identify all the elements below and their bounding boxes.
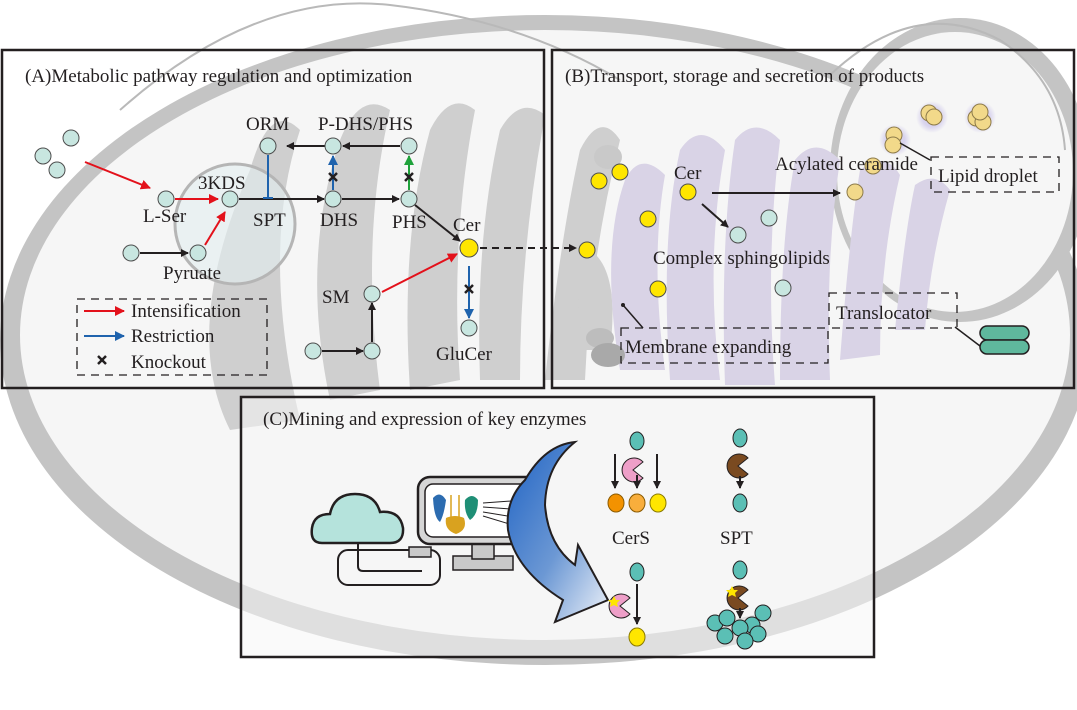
node-b-cer [679,183,697,201]
pathway-arrows [84,142,577,355]
pointer-lipid-droplet [899,142,931,161]
panel-a: (A)Metabolic pathway regulation and opti… [0,48,577,390]
node-p-dhs [324,137,342,155]
label-cer: Cer [453,215,481,236]
node-p-phs [400,137,418,155]
membrane-expanding-box [620,327,829,364]
label-cers: CerS [612,528,650,549]
node-pyruate-precursor [122,244,140,262]
panel-c-title: (C)Mining and expression of key enzymes [263,409,586,430]
translocator-box [828,292,958,329]
knockout-marks [328,172,474,294]
node-phs [400,190,418,208]
label-lipid-droplet: Lipid droplet [938,166,1038,187]
panel-b-frame [550,48,1076,390]
knockout-phs [404,172,414,182]
panel-c-frame [239,395,876,659]
bud-outline-arc [829,22,1066,151]
spt-engineered-reaction [706,560,772,650]
label-dhs: DHS [320,210,358,231]
knockout-glucer [464,284,474,294]
panel-b-title: (B)Transport, storage and secretion of p… [565,66,924,87]
cers-engineered-reaction [608,562,646,647]
label-pyruate: Pyruate [163,263,221,284]
cers-native-reaction [607,431,667,513]
legend-intensification-label: Intensification [131,301,241,322]
node-sm-mid [363,342,381,360]
legend-knockout-icon [97,355,107,365]
label-translocator: Translocator [836,303,932,324]
label-3kds: 3KDS [198,173,246,194]
cell-bud-interior [837,32,1073,312]
label-membrane-expanding: Membrane expanding [625,337,792,358]
label-acylated-ceramide: Acylated ceramide [775,154,918,175]
panel-a-title: (A)Metabolic pathway regulation and opti… [25,66,413,87]
arrow-pyruate-3kds [204,211,226,246]
label-orm: ORM [246,114,289,135]
spt-enzyme-icon [726,453,749,479]
arrow-phs-cer [414,204,461,242]
label-p-dhs-phs: P-DHS/PHS [318,114,413,135]
arrow-uptake-lser [84,161,151,190]
node-l-ser [157,190,175,208]
node-dhs [324,190,342,208]
orm-inhibition [263,155,273,199]
substrate-dot [629,431,645,451]
membrane-vesicles [586,145,625,367]
complex-sphingolipid-dots [729,209,792,297]
panel-b: (B)Transport, storage and secretion of p… [550,48,1076,390]
curved-expression-arrow [506,440,610,624]
lipid-droplet-box [930,156,1060,193]
panel-c: (C)Mining and expression of key enzymes [239,395,876,659]
pathway-nodes [122,137,479,360]
arrow-sm-cer [381,253,458,293]
legend-box [76,298,268,376]
label-glucer: GluCer [436,344,493,365]
node-sm-precursor [304,342,322,360]
golgi-apparatus [611,127,950,385]
cloud-database-icon [310,492,422,572]
label-phs: PHS [392,212,427,233]
label-b-cer: Cer [674,163,702,184]
arrow-cer-complex [701,203,729,228]
label-sm: SM [322,287,350,308]
node-glucer [460,319,478,337]
node-orm [259,137,277,155]
node-pyruate [189,244,207,262]
legend-restriction-label: Restriction [131,326,215,347]
knockout-dhs [328,172,338,182]
node-sm [363,285,381,303]
legend: Intensification Restriction Knockout [76,298,268,376]
serine-precursor-cluster [34,129,80,179]
ceramide-dots [578,163,697,298]
mutation-star-icon [608,596,620,607]
spt-native-reaction [726,428,749,513]
node-cer [459,238,479,258]
label-complex-sphingolipids: Complex sphingolipids [653,248,830,269]
node-complex-sphingolipids [729,226,747,244]
pointer-membrane-expanding [622,304,644,329]
spt-mutation-star-icon [726,586,738,597]
panel-a-frame [0,48,546,390]
label-c-spt: SPT [720,528,753,549]
label-spt: SPT [253,210,286,231]
pointer-translocator [954,326,981,347]
legend-knockout-label: Knockout [131,352,207,373]
product-cluster [706,604,772,650]
node-acylated-ceramide [846,183,864,201]
lipid-droplets [846,101,996,201]
label-l-ser: L-Ser [143,206,187,227]
protein-structure-image [433,494,478,534]
translocator-icon [979,325,1030,355]
node-3kds [221,190,239,208]
